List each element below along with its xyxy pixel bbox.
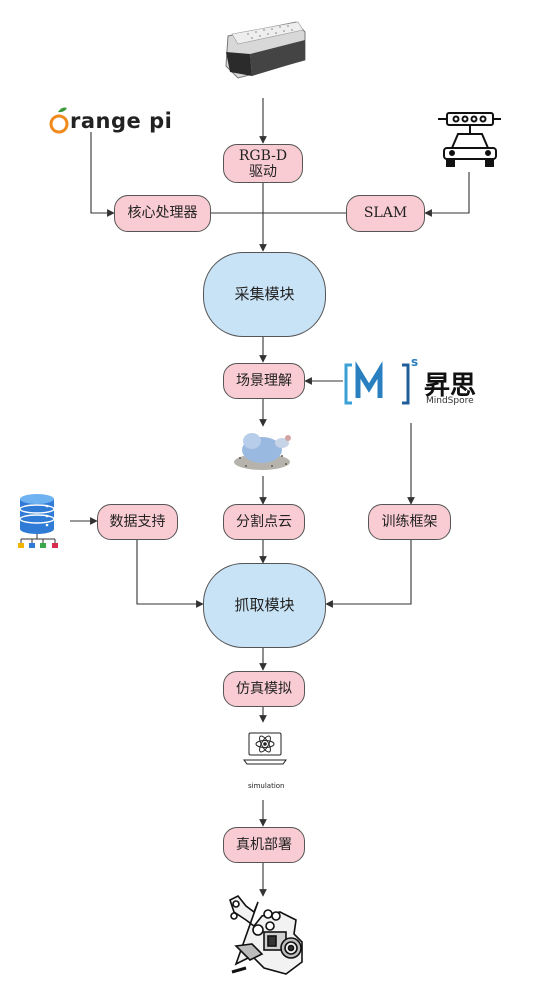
simulation-laptop-icon	[243, 732, 287, 765]
node-training-framework: 训练框架	[368, 504, 451, 540]
mindspore-superscript: s	[411, 355, 419, 369]
node-real-deployment: 真机部署	[223, 827, 305, 863]
node-core-processor: 核心处理器	[114, 195, 211, 232]
mindspore-chinese-name: 昇思	[424, 371, 477, 401]
node-rgbd-driver: RGB-D 驱动	[223, 144, 303, 183]
database-icon	[18, 494, 58, 548]
edge-train-grab	[325, 540, 412, 608]
orange-pi-text: range pi	[70, 109, 173, 133]
edge-data-grab	[136, 540, 204, 608]
node-slam: SLAM	[346, 195, 425, 232]
node-grab-module: 抓取模块	[203, 563, 326, 648]
simulation-label: simulation	[248, 782, 285, 790]
edge-lidar-slam	[424, 172, 470, 217]
mindspore-english-name: MindSpore	[426, 396, 474, 406]
node-data-support: 数据支持	[97, 504, 178, 540]
orange-pi-logo	[49, 107, 69, 134]
node-collect-module: 采集模块	[203, 252, 326, 337]
mindspore-logo	[344, 361, 410, 405]
node-scene-understanding: 场景理解	[223, 363, 305, 399]
point-cloud-icon	[234, 433, 291, 470]
robot-hand-icon	[229, 894, 303, 975]
lidar-car-icon	[438, 112, 501, 167]
node-simulation: 仿真模拟	[223, 671, 305, 707]
edge-orangepi-core	[90, 132, 115, 217]
depth-camera-icon	[225, 21, 306, 79]
node-segment-pointcloud: 分割点云	[223, 504, 305, 540]
